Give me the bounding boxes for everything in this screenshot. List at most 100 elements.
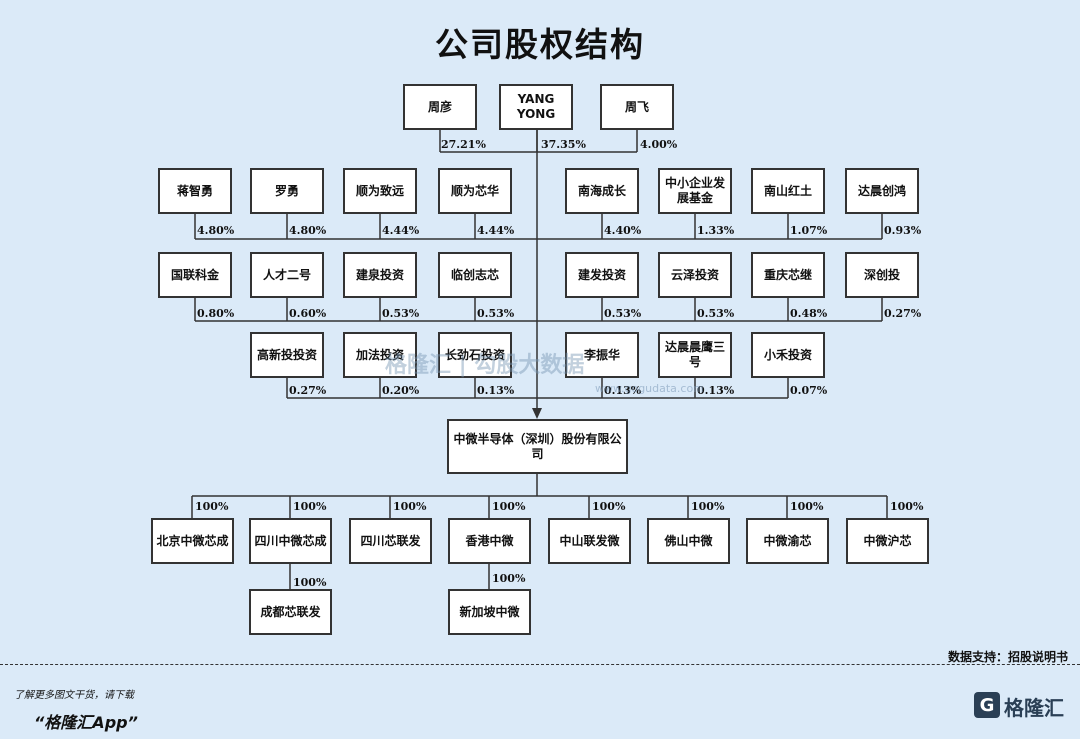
shareholder-name: 高新投投资 xyxy=(256,347,317,362)
subsidiary-name: 成都芯联发 xyxy=(260,604,321,619)
shareholder-name: 建发投资 xyxy=(577,267,626,282)
subsidiary-pct: 100% xyxy=(492,572,526,585)
shareholder-name: 长劲石投资 xyxy=(444,347,505,362)
shareholder-box: 小禾投资 xyxy=(751,332,825,378)
shareholder-box: 中小企业发展基金 xyxy=(658,168,732,214)
shareholder-name: 建泉投资 xyxy=(355,267,404,282)
shareholder-pct: 1.33% xyxy=(697,224,735,237)
shareholder-box: 顺为致远 xyxy=(343,168,417,214)
subsidiary-pct: 100% xyxy=(492,500,526,513)
shareholder-name: 云泽投资 xyxy=(670,267,719,282)
brand-name: 格隆汇 xyxy=(1004,696,1064,720)
divider xyxy=(0,664,1080,665)
shareholder-box: 顺为芯华 xyxy=(438,168,512,214)
shareholder-name: 重庆芯继 xyxy=(763,267,812,282)
shareholder-name: 中小企业发展基金 xyxy=(664,176,725,205)
subsidiary-name: 四川芯联发 xyxy=(360,533,421,548)
shareholder-name: 国联科金 xyxy=(170,267,219,282)
subsidiary-name: 中微沪芯 xyxy=(863,533,912,548)
data-source-note: 数据支持：招股说明书 xyxy=(947,650,1068,664)
subsidiary-box: 新加坡中微 xyxy=(448,589,531,635)
subsidiary-name: 佛山中微 xyxy=(664,533,713,548)
shareholder-box: 南海成长 xyxy=(565,168,639,214)
subsidiary-name: 香港中微 xyxy=(465,533,514,548)
shareholder-name: 南山红土 xyxy=(763,183,812,198)
shareholder-name: 周彦 xyxy=(427,99,452,114)
shareholder-name: 周飞 xyxy=(624,99,649,114)
shareholder-name: 人才二号 xyxy=(262,267,311,282)
arrow-head xyxy=(532,408,542,419)
subsidiary-box: 中微沪芯 xyxy=(846,518,929,564)
shareholder-box: 深创投 xyxy=(845,252,919,298)
shareholder-box: 建泉投资 xyxy=(343,252,417,298)
shareholder-name: YANG YONG xyxy=(516,92,556,121)
shareholder-pct: 4.80% xyxy=(289,224,327,237)
subsidiary-box: 中山联发微 xyxy=(548,518,631,564)
shareholder-box: 高新投投资 xyxy=(250,332,324,378)
shareholder-pct: 0.13% xyxy=(604,384,642,397)
shareholder-name: 达晨创鸿 xyxy=(857,183,906,198)
shareholder-pct: 0.53% xyxy=(697,307,735,320)
shareholder-name: 李振华 xyxy=(583,347,620,362)
shareholder-pct: 4.44% xyxy=(477,224,515,237)
shareholder-name: 临创志芯 xyxy=(450,267,499,282)
shareholder-name: 蒋智勇 xyxy=(176,183,213,198)
shareholder-name: 南海成长 xyxy=(577,183,626,198)
shareholder-pct: 0.80% xyxy=(197,307,235,320)
subsidiary-pct: 100% xyxy=(691,500,725,513)
shareholder-pct: 0.27% xyxy=(289,384,327,397)
shareholder-box: 蒋智勇 xyxy=(158,168,232,214)
shareholder-box: 李振华 xyxy=(565,332,639,378)
subsidiary-pct: 100% xyxy=(293,500,327,513)
shareholder-pct: 0.07% xyxy=(790,384,828,397)
subsidiary-box: 佛山中微 xyxy=(647,518,730,564)
subsidiary-box: 成都芯联发 xyxy=(249,589,332,635)
subsidiary-pct: 100% xyxy=(195,500,229,513)
company-box: 中微半导体（深圳）股份有限公司 xyxy=(447,419,628,474)
shareholder-pct: 0.60% xyxy=(289,307,327,320)
shareholder-pct: 0.13% xyxy=(697,384,735,397)
shareholder-pct: 4.40% xyxy=(604,224,642,237)
shareholder-box: 建发投资 xyxy=(565,252,639,298)
subsidiary-name: 中微渝芯 xyxy=(763,533,812,548)
watermark-url: www.gogudata.com xyxy=(595,382,704,395)
subsidiary-pct: 100% xyxy=(890,500,924,513)
shareholder-pct: 0.53% xyxy=(604,307,642,320)
shareholder-box: 云泽投资 xyxy=(658,252,732,298)
subsidiary-box: 四川中微芯成 xyxy=(249,518,332,564)
shareholder-box: 达晨创鸿 xyxy=(845,168,919,214)
shareholder-box: YANG YONG xyxy=(499,84,573,130)
shareholder-pct: 0.48% xyxy=(790,307,828,320)
subsidiary-name: 北京中微芯成 xyxy=(156,533,229,548)
shareholder-box: 罗勇 xyxy=(250,168,324,214)
shareholder-pct: 0.93% xyxy=(884,224,922,237)
shareholder-box: 达晨晨鹰三号 xyxy=(658,332,732,378)
shareholder-box: 国联科金 xyxy=(158,252,232,298)
brand-logo-icon: G xyxy=(974,692,1000,718)
shareholder-box: 周彦 xyxy=(403,84,477,130)
subsidiary-box: 香港中微 xyxy=(448,518,531,564)
subsidiary-pct: 100% xyxy=(293,576,327,589)
shareholder-pct: 0.53% xyxy=(382,307,420,320)
page-title: 公司股权结构 xyxy=(435,25,645,64)
shareholder-name: 小禾投资 xyxy=(763,347,812,362)
shareholder-name: 顺为致远 xyxy=(355,183,404,198)
shareholder-pct: 4.44% xyxy=(382,224,420,237)
watermark: 格隆汇 | 勾股大数据 xyxy=(385,353,585,378)
shareholder-box: 长劲石投资 xyxy=(438,332,512,378)
footer-app-name[interactable]: “格隆汇App” xyxy=(34,713,138,732)
shareholder-name: 深创投 xyxy=(863,267,900,282)
shareholder-box: 加法投资 xyxy=(343,332,417,378)
shareholder-name: 罗勇 xyxy=(274,183,299,198)
shareholder-box: 南山红土 xyxy=(751,168,825,214)
subsidiary-box: 中微渝芯 xyxy=(746,518,829,564)
subsidiary-pct: 100% xyxy=(592,500,626,513)
shareholder-pct: 0.27% xyxy=(884,307,922,320)
shareholder-name: 顺为芯华 xyxy=(450,183,499,198)
shareholder-pct: 0.53% xyxy=(477,307,515,320)
shareholder-box: 重庆芯继 xyxy=(751,252,825,298)
shareholder-name: 加法投资 xyxy=(355,347,404,362)
company-name: 中微半导体（深圳）股份有限公司 xyxy=(453,431,622,461)
subsidiary-pct: 100% xyxy=(790,500,824,513)
